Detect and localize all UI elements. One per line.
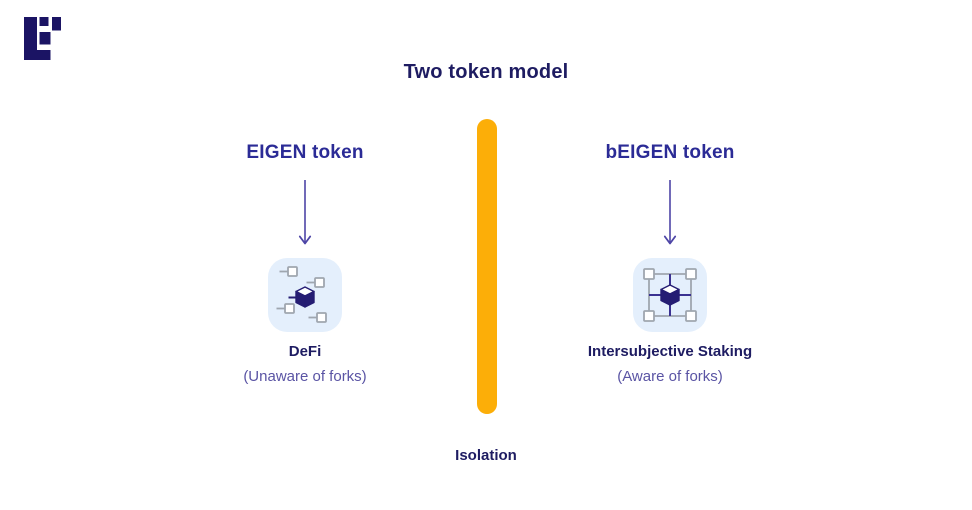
eigen-token-section: EIGEN token [155,142,455,385]
defi-cube-with-floating-nodes-icon [268,258,342,332]
isolation-divider-bar [477,119,497,414]
diagram-title: Two token model [403,61,569,83]
staking-cube-in-grid-icon [633,258,707,332]
staking-sublabel: (Aware of forks) [617,368,723,385]
down-arrow-icon [663,180,677,245]
down-arrow-icon [298,180,312,245]
eigenlayer-logo-icon [24,17,61,60]
beigen-token-heading: bEIGEN token [605,142,735,163]
staking-label: Intersubjective Staking [587,343,753,360]
defi-sublabel: (Unaware of forks) [243,368,367,385]
beigen-token-section: bEIGEN token [520,142,820,385]
defi-label: DeFi [288,343,322,360]
isolation-label: Isolation [455,447,517,464]
eigen-token-heading: EIGEN token [246,142,364,163]
